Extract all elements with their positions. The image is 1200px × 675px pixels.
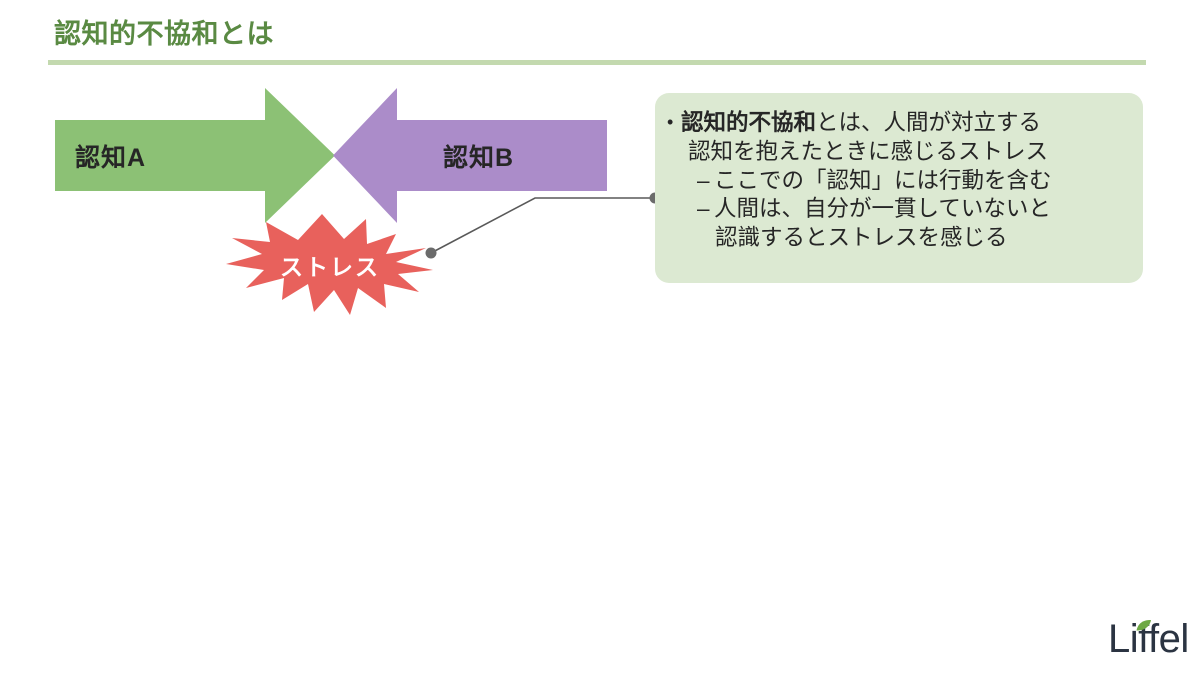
callout-line-4-text: 人間は、自分が一貫していないと — [714, 196, 1051, 222]
arrow-left-cognition-b[interactable] — [333, 88, 607, 223]
callout-line-2-text: 認知を抱えたときに感じるストレス — [688, 138, 1049, 164]
brand-logo: Liffel — [1108, 616, 1196, 662]
callout-line-1-rest: とは、人間が対立する — [816, 110, 1042, 135]
definition-callout-box: • 認知的不協和とは、人間が対立する 認知を抱えたときに感じるストレス –ここでの… — [655, 93, 1143, 283]
arrow-right-label: 認知B — [443, 144, 515, 172]
dash-icon-2: – — [697, 196, 710, 222]
arrow-left-label: 認知A — [75, 144, 147, 172]
callout-keyword: 認知的不協和 — [681, 110, 817, 135]
leaf-icon — [1136, 619, 1151, 631]
callout-line-5-text: 認識するとストレスを感じる — [715, 225, 1008, 251]
callout-line-4: –人間は、自分が一貫していないと — [667, 195, 1127, 224]
callout-line-5: 認識するとストレスを感じる — [667, 224, 1127, 253]
callout-line-3-text: ここでの「認知」には行動を含む — [714, 167, 1052, 193]
arrow-left-icon — [333, 88, 607, 223]
dash-icon: – — [697, 167, 710, 193]
explosion-burst-icon — [226, 214, 433, 315]
arrow-right-cognition-a[interactable] — [55, 88, 335, 223]
stress-burst-label: ストレス — [280, 254, 380, 280]
arrow-right-icon — [55, 88, 335, 223]
callout-line-2: 認知を抱えたときに感じるストレス — [667, 138, 1127, 167]
bullet-icon: • — [667, 112, 674, 132]
page-title: 認知的不協和とは — [54, 19, 274, 49]
title-underline-rule — [48, 60, 1146, 65]
stress-burst[interactable]: ストレス — [226, 212, 434, 321]
callout-line-1: • 認知的不協和とは、人間が対立する — [667, 109, 1127, 138]
callout-line-3: –ここでの「認知」には行動を含む — [667, 167, 1127, 196]
